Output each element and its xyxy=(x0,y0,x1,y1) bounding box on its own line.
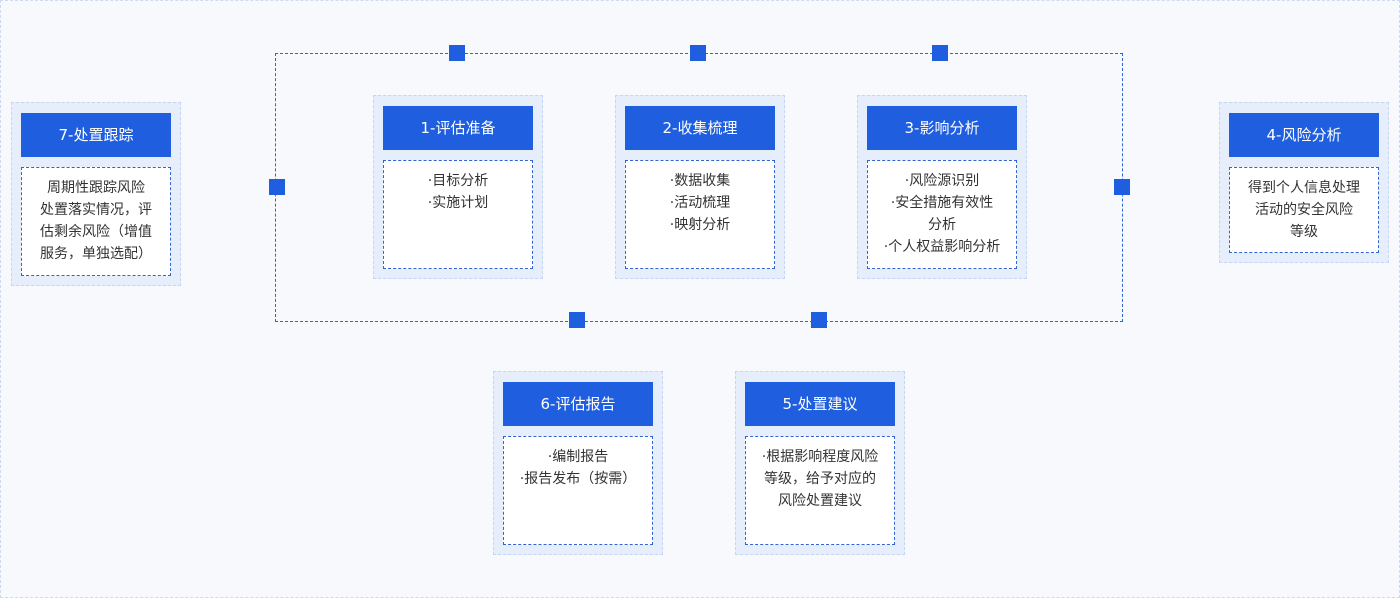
step-7-card: 7-处置跟踪 周期性跟踪风险 处置落实情况，评 估剩余风险（增值 服务，单独选配… xyxy=(11,102,181,286)
step-6-card: 6-评估报告 ·编制报告 ·报告发布（按需） xyxy=(493,371,663,555)
step-4-body: 得到个人信息处理 活动的安全风险 等级 xyxy=(1229,167,1379,253)
step-3-line: ·个人权益影响分析 xyxy=(883,239,1001,255)
step-5-card: 5-处置建议 ·根据影响程度风险 等级，给予对应的 风险处置建议 xyxy=(735,371,905,555)
step-6-line: ·编制报告 xyxy=(547,449,609,465)
step-7-body: 周期性跟踪风险 处置落实情况，评 估剩余风险（增值 服务，单独选配） xyxy=(21,167,171,276)
step-3-title: 3-影响分析 xyxy=(867,106,1017,150)
step-6-body: ·编制报告 ·报告发布（按需） xyxy=(503,436,653,545)
step-2-title: 2-收集梳理 xyxy=(625,106,775,150)
step-4-line: 活动的安全风险 xyxy=(1255,202,1353,218)
step-4-title: 4-风险分析 xyxy=(1229,113,1379,157)
step-4-card: 4-风险分析 得到个人信息处理 活动的安全风险 等级 xyxy=(1219,102,1389,263)
step-7-title: 7-处置跟踪 xyxy=(21,113,171,157)
step-6-line: ·报告发布（按需） xyxy=(519,471,637,487)
step-3-line: ·风险源识别 xyxy=(904,173,980,189)
frame-handle xyxy=(269,179,285,195)
step-1-line: ·实施计划 xyxy=(427,195,489,211)
step-2-line: ·数据收集 xyxy=(669,173,731,189)
step-7-line: 估剩余风险（增值 xyxy=(40,224,152,240)
step-5-body: ·根据影响程度风险 等级，给予对应的 风险处置建议 xyxy=(745,436,895,545)
frame-handle xyxy=(932,45,948,61)
step-2-card: 2-收集梳理 ·数据收集 ·活动梳理 ·映射分析 xyxy=(615,95,785,279)
step-7-line: 服务，单独选配） xyxy=(40,246,152,262)
frame-handle xyxy=(811,312,827,328)
step-5-line: 等级，给予对应的 xyxy=(764,471,876,487)
frame-handle xyxy=(569,312,585,328)
step-1-card: 1-评估准备 ·目标分析 ·实施计划 xyxy=(373,95,543,279)
step-3-line: 分析 xyxy=(928,217,956,233)
step-3-line: ·安全措施有效性 xyxy=(890,195,994,211)
step-3-body: ·风险源识别 ·安全措施有效性 分析 ·个人权益影响分析 xyxy=(867,160,1017,269)
step-1-line: ·目标分析 xyxy=(427,173,489,189)
step-3-card: 3-影响分析 ·风险源识别 ·安全措施有效性 分析 ·个人权益影响分析 xyxy=(857,95,1027,279)
step-5-line: ·根据影响程度风险 xyxy=(761,449,879,465)
step-1-title: 1-评估准备 xyxy=(383,106,533,150)
step-2-body: ·数据收集 ·活动梳理 ·映射分析 xyxy=(625,160,775,269)
step-1-body: ·目标分析 ·实施计划 xyxy=(383,160,533,269)
frame-handle xyxy=(1114,179,1130,195)
step-5-title: 5-处置建议 xyxy=(745,382,895,426)
step-4-line: 等级 xyxy=(1290,224,1318,240)
frame-handle xyxy=(690,45,706,61)
step-7-line: 周期性跟踪风险 xyxy=(47,180,145,196)
step-7-line: 处置落实情况，评 xyxy=(40,202,152,218)
step-4-line: 得到个人信息处理 xyxy=(1248,180,1360,196)
step-5-line: 风险处置建议 xyxy=(778,493,862,509)
frame-handle xyxy=(449,45,465,61)
step-6-title: 6-评估报告 xyxy=(503,382,653,426)
step-2-line: ·活动梳理 xyxy=(669,195,731,211)
step-2-line: ·映射分析 xyxy=(669,217,731,233)
